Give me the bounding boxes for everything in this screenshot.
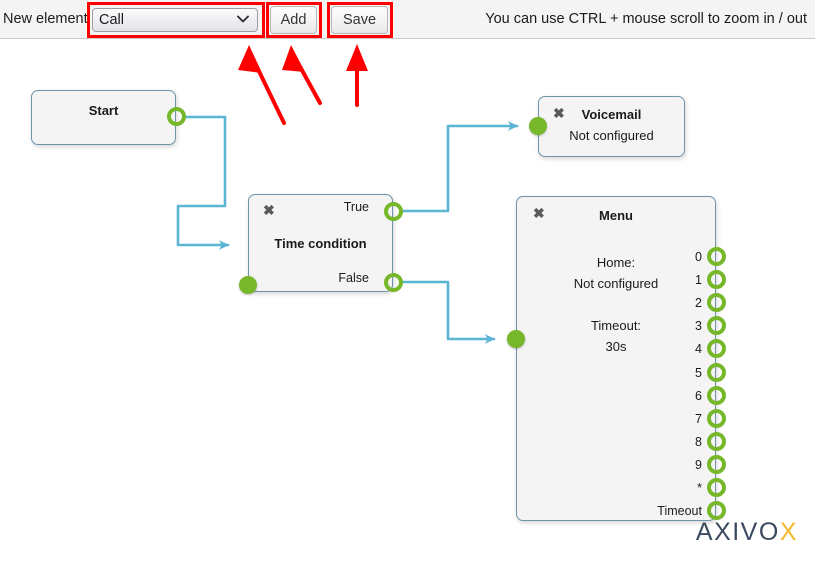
logo-text-accent: X	[779, 518, 798, 546]
menu-port-label-5: 5	[695, 365, 702, 380]
menu-output-port-0[interactable]	[707, 247, 726, 266]
menu-port-label-*: *	[697, 481, 702, 495]
node-voicemail-subtitle: Not configured	[569, 128, 654, 143]
menu-port-label-8: 8	[695, 434, 702, 449]
time-condition-input-port[interactable]	[239, 276, 257, 294]
menu-output-port-2[interactable]	[707, 293, 726, 313]
node-time-condition-title: Time condition	[274, 236, 367, 251]
port-label-true: True	[343, 200, 369, 214]
add-button[interactable]: Add	[270, 6, 317, 34]
menu-input-port[interactable]	[507, 330, 525, 348]
menu-output-port-4[interactable]	[707, 339, 726, 359]
menu-port-label-7: 7	[695, 411, 702, 426]
menu-output-port-7[interactable]	[707, 408, 726, 428]
axivox-logo: AXIVOX	[696, 520, 798, 545]
save-button[interactable]: Save	[331, 6, 388, 34]
node-start-title: Start	[88, 103, 119, 118]
menu-port-label-timeout: Timeout	[657, 504, 702, 519]
menu-output-port-*[interactable]	[707, 478, 726, 497]
dialplan-canvas[interactable]: Start ✖ Time condition True False ✖ Voic…	[0, 39, 815, 562]
port-label-false: False	[338, 271, 369, 285]
node-menu-home-value: Not configured	[573, 276, 659, 291]
node-menu[interactable]: ✖ Menu Home: Not configured Timeout: 30s	[516, 196, 716, 521]
close-icon[interactable]: ✖	[533, 205, 545, 221]
menu-output-port-5[interactable]	[707, 362, 726, 382]
menu-output-port-3[interactable]	[707, 316, 726, 336]
menu-output-port-1[interactable]	[707, 270, 726, 290]
node-time-condition[interactable]: ✖ Time condition True False	[248, 194, 393, 292]
menu-output-port-timeout[interactable]	[707, 501, 726, 521]
menu-output-port-9[interactable]	[707, 454, 726, 474]
menu-output-port-8[interactable]	[707, 431, 726, 451]
node-voicemail-title: Voicemail	[581, 107, 642, 122]
close-icon[interactable]: ✖	[553, 105, 565, 121]
menu-port-label-2: 2	[695, 296, 702, 311]
node-start[interactable]: Start	[31, 90, 176, 145]
new-element-label: New element	[3, 11, 88, 27]
toolbar: New element Call Add Save You can use CT…	[0, 0, 815, 39]
logo-text-main: AXIVO	[695, 518, 780, 546]
node-menu-timeout-label: Timeout:	[590, 318, 642, 333]
menu-port-label-3: 3	[695, 319, 702, 334]
node-menu-timeout-value: 30s	[605, 339, 627, 354]
node-menu-title: Menu	[599, 208, 633, 223]
new-element-select[interactable]: Call	[92, 8, 258, 32]
menu-port-label-4: 4	[695, 342, 702, 357]
node-menu-home-label: Home:	[596, 255, 636, 270]
menu-port-label-6: 6	[695, 388, 702, 403]
zoom-hint-text: You can use CTRL + mouse scroll to zoom …	[485, 11, 807, 27]
menu-port-label-0: 0	[695, 250, 702, 264]
time-condition-output-port-false[interactable]	[384, 273, 403, 292]
menu-output-port-6[interactable]	[707, 385, 726, 405]
close-icon[interactable]: ✖	[263, 202, 275, 218]
menu-port-label-1: 1	[695, 273, 702, 288]
time-condition-output-port-true[interactable]	[384, 202, 403, 221]
start-output-port[interactable]	[167, 107, 186, 126]
menu-port-label-9: 9	[695, 457, 702, 472]
voicemail-input-port[interactable]	[529, 117, 547, 135]
node-voicemail[interactable]: ✖ Voicemail Not configured	[538, 96, 685, 157]
